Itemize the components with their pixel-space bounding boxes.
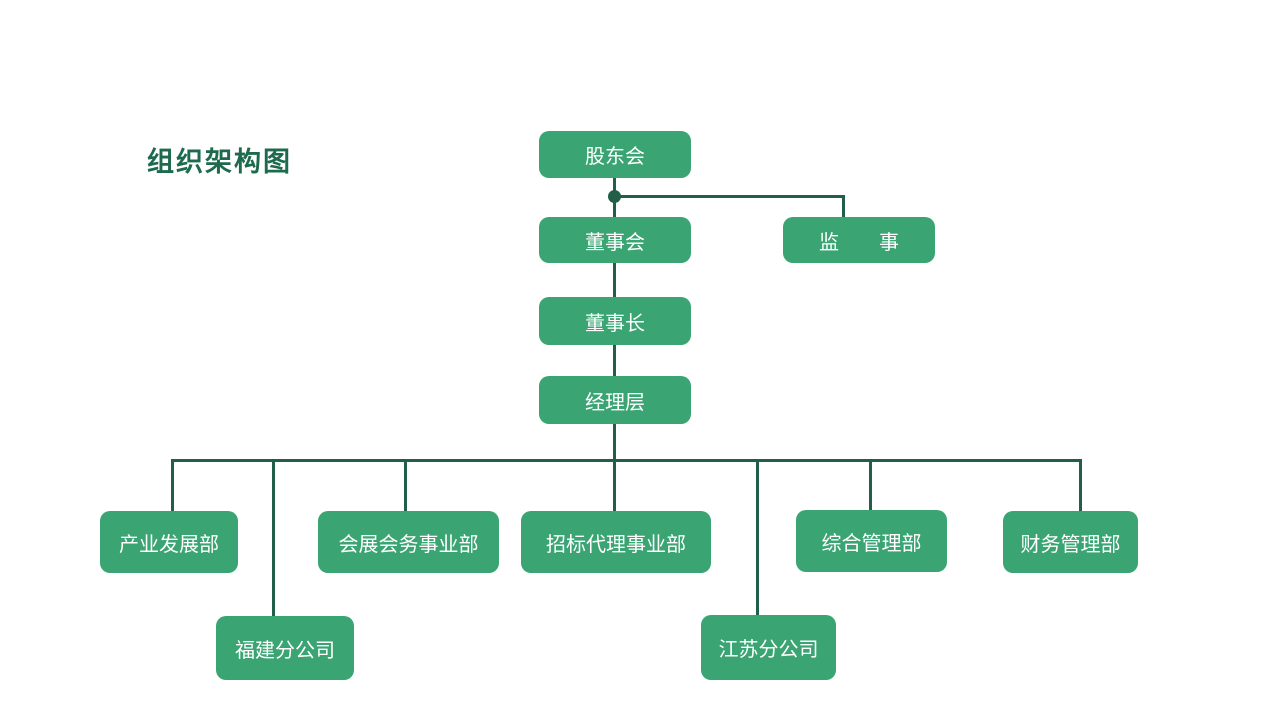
connector-drop-industry-dev [171,459,174,512]
org-node-chairman: 董事长 [539,297,691,345]
org-node-finance-mgmt: 财务管理部 [1003,511,1138,573]
org-node-fujian-branch: 福建分公司 [216,616,354,680]
connector-drop-finance-mgmt [1079,459,1082,512]
connector-drop-general-mgmt [869,459,872,511]
org-node-supervisor: 监 事 [783,217,935,263]
connector-drop-exhibition [404,459,407,512]
connector-board-chairman [613,263,616,298]
org-node-management: 经理层 [539,376,691,424]
org-node-shareholders: 股东会 [539,131,691,178]
org-node-general-mgmt: 综合管理部 [796,510,947,572]
connector-management-bus [613,424,616,461]
connector-branch-horizontal [613,195,845,198]
org-node-exhibition: 会展会务事业部 [318,511,499,573]
page-title: 组织架构图 [147,147,292,177]
connector-drop-fujian-branch [272,459,275,617]
org-node-bidding: 招标代理事业部 [521,511,711,573]
org-node-board: 董事会 [539,217,691,263]
connector-chairman-management [613,345,616,377]
connector-supervisor-drop [842,195,845,218]
org-node-industry-dev: 产业发展部 [100,511,238,573]
junction-dot [608,190,621,203]
connector-drop-bidding [613,459,616,512]
connector-drop-jiangsu-branch [756,459,759,616]
org-node-jiangsu-branch: 江苏分公司 [701,615,836,680]
connector-bus-horizontal [171,459,1082,462]
